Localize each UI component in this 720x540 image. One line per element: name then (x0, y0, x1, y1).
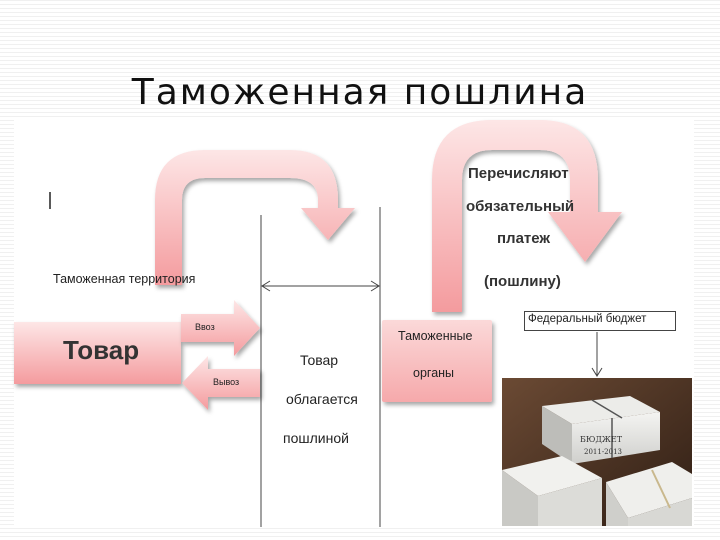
import-label: Ввоз (195, 322, 215, 332)
export-arrow (182, 356, 260, 410)
curved-arrow-left (155, 150, 355, 285)
import-arrow (181, 300, 260, 356)
customs-box (382, 320, 492, 402)
customs-label-line2: органы (413, 366, 455, 380)
transfer-text-line1: Перечисляют (468, 165, 569, 182)
transfer-text-line4: (пошлину) (484, 273, 561, 290)
budget-arrowhead (591, 367, 603, 377)
taxed-text-line1: Товар (300, 352, 339, 368)
curved-arrow-right (432, 120, 622, 312)
measure-arrowhead-left (261, 280, 271, 292)
territory-label: Таможенная территория (53, 272, 196, 286)
budget-box (524, 311, 676, 331)
taxed-text-line2: облагается (286, 391, 358, 407)
budget-photo: БЮДЖЕТ 2011-2013 (502, 378, 692, 526)
photo-box-text-line2: 2011-2013 (584, 448, 622, 456)
photo-box-text-line1: БЮДЖЕТ (580, 435, 623, 444)
measure-arrowhead-right (370, 280, 380, 292)
customs-label-line1: Таможенные (398, 329, 473, 343)
transfer-text-line2: обязательный (466, 198, 575, 215)
goods-band (14, 322, 181, 384)
budget-label: Федеральный бюджет (528, 313, 647, 325)
taxed-text-line3: пошлиной (283, 430, 349, 446)
page-title: Таможенная пошлина (131, 72, 589, 113)
goods-label: Товар (63, 335, 140, 365)
export-label: Вывоз (213, 377, 240, 387)
transfer-text-line3: платеж (497, 230, 551, 247)
